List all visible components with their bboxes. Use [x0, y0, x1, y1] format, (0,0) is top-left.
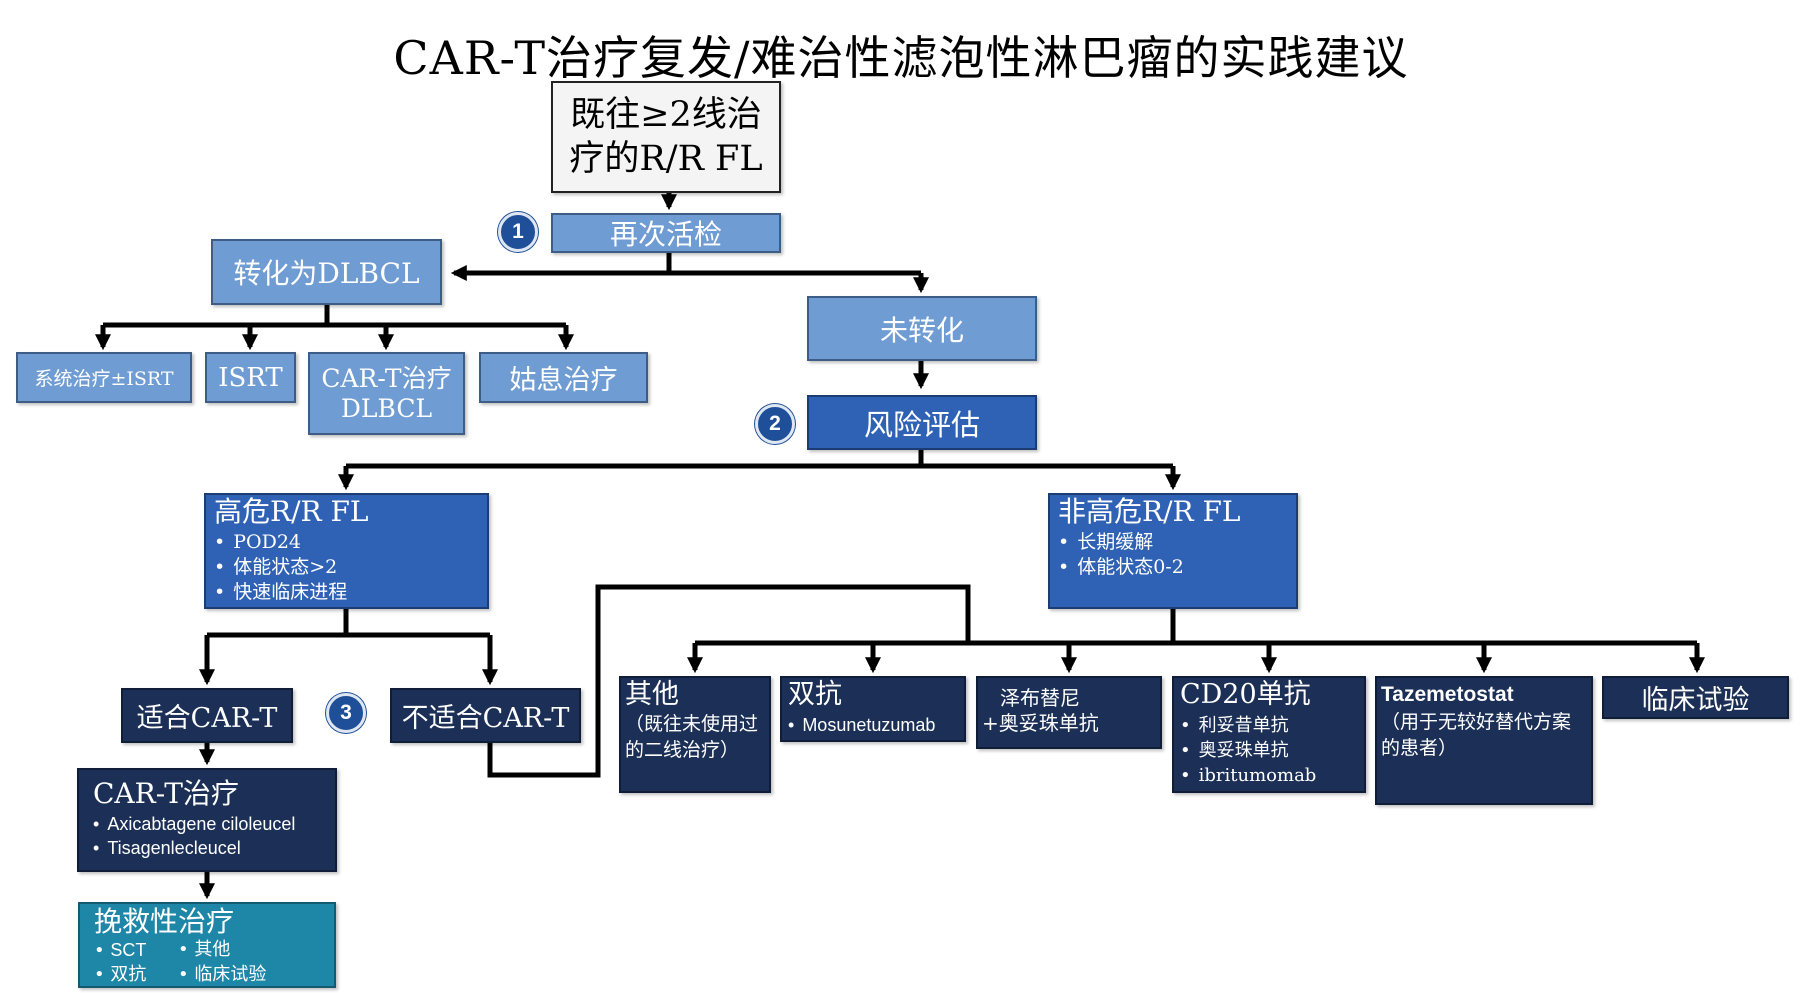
list-item: Mosunetuzumab	[788, 713, 958, 737]
list-item: ibritumomab	[1180, 763, 1358, 788]
option-isrt: ISRT	[205, 352, 296, 403]
non-high-risk-box: 非高危R/R FL 长期缓解 体能状态0-2	[1048, 493, 1298, 609]
high-risk-criteria: POD24 体能状态>2 快速临床进程	[214, 530, 479, 605]
car-t-fit-label: 适合CAR-T	[136, 703, 278, 734]
option-palliative-label: 姑息治疗	[509, 365, 618, 396]
car-t-unfit-box: 不适合CAR-T	[390, 688, 581, 743]
option-systemic-isrt-label: 系统治疗±ISRT	[34, 368, 174, 390]
list-item: POD24	[214, 530, 479, 555]
rebiopsy-label: 再次活检	[609, 218, 722, 251]
option-other-title: 其他	[625, 679, 679, 710]
not-transformed-label: 未转化	[879, 313, 964, 347]
step-badge-3: 3	[326, 693, 366, 733]
option-other-note: （既往未使用过的二线治疗）	[625, 713, 759, 761]
option-cd20-title: CD20单抗	[1180, 679, 1311, 710]
non-high-risk-title: 非高危R/R FL	[1058, 495, 1241, 528]
car-t-therapy-title: CAR-T治疗	[93, 777, 239, 810]
option-zanubrutinib-box: 泽布替尼 +奥妥珠单抗	[976, 676, 1162, 749]
car-t-unfit-label: 不适合CAR-T	[401, 703, 570, 734]
salvage-therapy-title: 挽救性治疗	[94, 905, 235, 938]
page-title: CAR-T治疗复发/难治性滤泡性淋巴瘤的实践建议	[393, 31, 1409, 85]
list-item: 长期缓解	[1058, 530, 1288, 555]
option-zanubrutinib-line2: +奥妥珠单抗	[982, 711, 1099, 735]
option-palliative: 姑息治疗	[479, 352, 648, 403]
option-clinical-trial-box: 临床试验	[1602, 676, 1789, 719]
option-systemic-isrt: 系统治疗±ISRT	[16, 352, 192, 403]
high-risk-box: 高危R/R FL POD24 体能状态>2 快速临床进程	[204, 493, 489, 609]
option-bispecific-title: 双抗	[788, 679, 842, 710]
high-risk-title: 高危R/R FL	[214, 495, 369, 528]
option-isrt-label: ISRT	[218, 362, 283, 393]
option-tazemetostat-title: Tazemetostat	[1381, 683, 1514, 706]
transformed-dlbcl-box: 转化为DLBCL	[211, 239, 442, 305]
transformed-dlbcl-label: 转化为DLBCL	[233, 257, 420, 290]
option-bispecific-box: 双抗 Mosunetuzumab	[780, 676, 966, 742]
not-transformed-box: 未转化	[807, 296, 1037, 361]
option-cd20-items: 利妥昔单抗 奥妥珠单抗 ibritumomab	[1180, 713, 1358, 788]
step-badge-1: 1	[498, 212, 538, 252]
option-other-box: 其他 （既往未使用过的二线治疗）	[619, 676, 771, 793]
list-item: Axicabtagene ciloleucel	[93, 812, 321, 836]
list-item: • 临床试验	[178, 964, 267, 985]
option-car-t-dlbcl: CAR-T治疗 DLBCL	[308, 352, 465, 435]
start-box: 既往≥2线治疗的R/R FL	[551, 81, 781, 193]
risk-assessment-label: 风险评估	[863, 407, 980, 442]
list-item: 体能状态>2	[214, 555, 479, 580]
step-badge-2: 2	[755, 404, 795, 444]
salvage-items: • SCT • 其他 • 双抗 • 临床试验	[94, 938, 320, 987]
start-box-label: 既往≥2线治疗的R/R FL	[569, 95, 763, 179]
list-item: • SCT	[94, 940, 147, 961]
car-t-therapy-box: CAR-T治疗 Axicabtagene ciloleucel Tisagenl…	[77, 768, 337, 872]
list-item: 奥妥珠单抗	[1180, 738, 1358, 763]
list-item: 体能状态0-2	[1058, 555, 1288, 580]
option-clinical-trial-label: 临床试验	[1641, 685, 1750, 716]
salvage-therapy-box: 挽救性治疗 • SCT • 其他 • 双抗 • 临床试验	[78, 902, 336, 988]
option-bispecific-items: Mosunetuzumab	[788, 713, 958, 737]
list-item: Tisagenlecleucel	[93, 836, 321, 860]
non-high-risk-criteria: 长期缓解 体能状态0-2	[1058, 530, 1288, 580]
car-t-products: Axicabtagene ciloleucel Tisagenlecleucel	[93, 812, 321, 860]
option-zanubrutinib-line1: 泽布替尼	[1000, 686, 1080, 710]
list-item: 利妥昔单抗	[1180, 713, 1358, 738]
list-item: 快速临床进程	[214, 580, 479, 605]
list-item: • 其他	[178, 939, 231, 960]
option-cd20-box: CD20单抗 利妥昔单抗 奥妥珠单抗 ibritumomab	[1172, 676, 1366, 793]
rebiopsy-box: 再次活检	[551, 213, 781, 253]
risk-assessment-box: 风险评估	[807, 395, 1037, 450]
car-t-fit-box: 适合CAR-T	[121, 688, 293, 743]
option-tazemetostat-box: Tazemetostat （用于无较好替代方案的患者）	[1375, 676, 1593, 805]
option-tazemetostat-note: （用于无较好替代方案的患者）	[1381, 711, 1572, 759]
option-car-t-dlbcl-label: CAR-T治疗 DLBCL	[321, 363, 452, 423]
list-item: • 双抗	[94, 964, 147, 985]
